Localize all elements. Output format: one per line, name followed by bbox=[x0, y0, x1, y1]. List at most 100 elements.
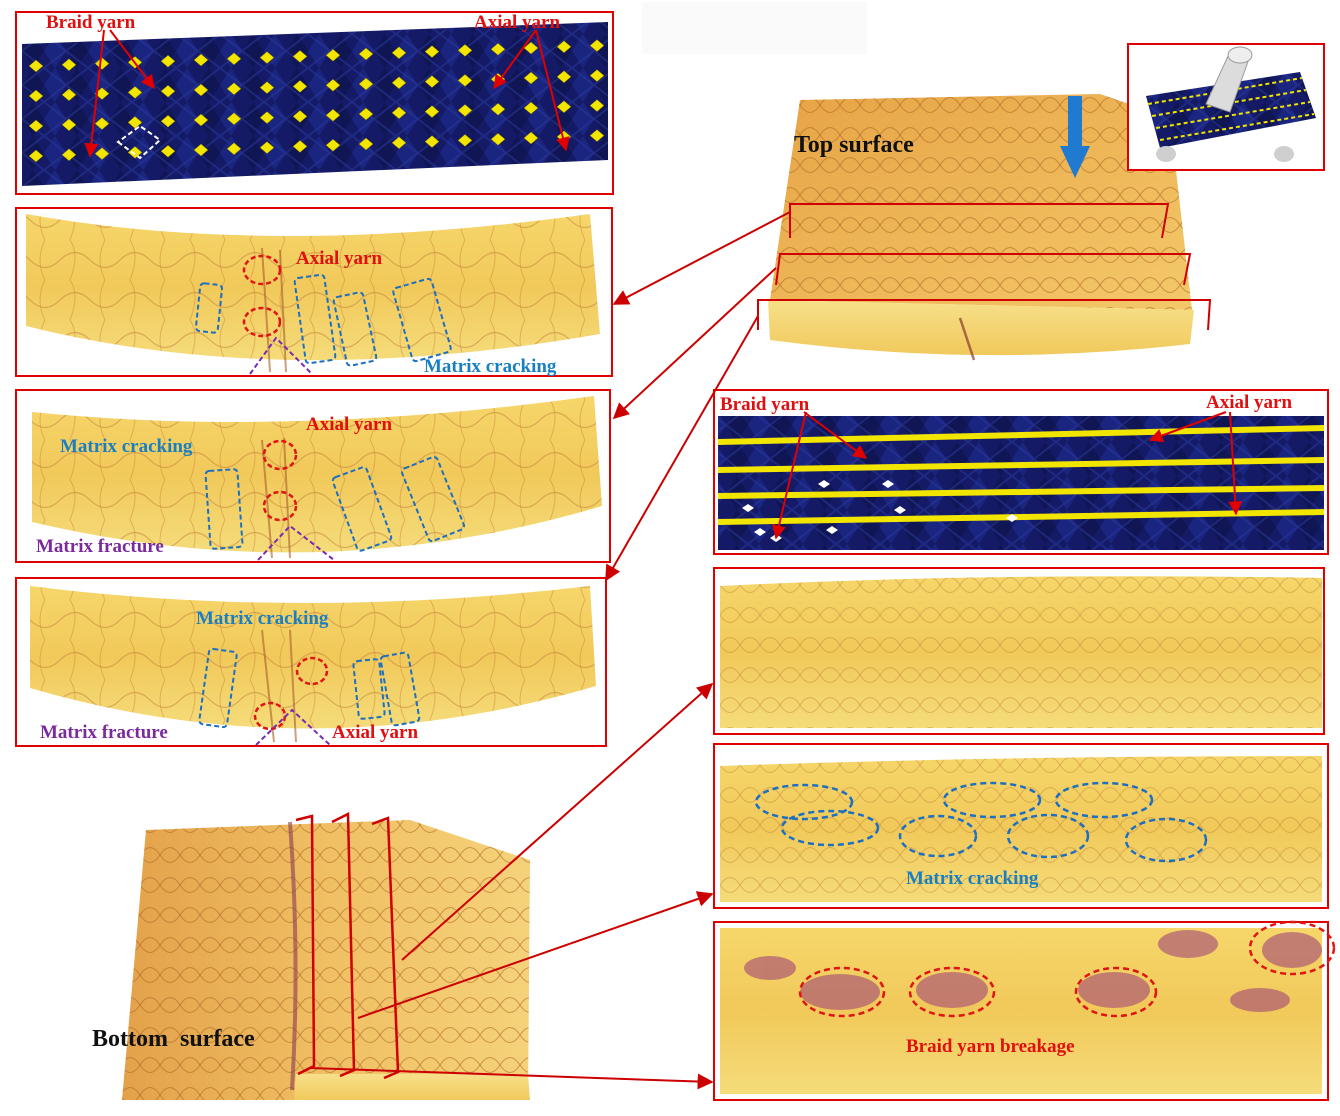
axial-yarn-mark bbox=[259, 111, 275, 124]
axial-yarn-mark bbox=[523, 101, 539, 115]
axial-yarn-mark bbox=[226, 82, 242, 96]
yarn-highlight-mark bbox=[742, 504, 754, 512]
axial-yarn-mark bbox=[226, 112, 242, 126]
label-matrix-cracking-s3: Matrix cracking bbox=[196, 608, 329, 629]
axial-yarn-mark bbox=[193, 53, 209, 67]
axial-yarn-mark bbox=[160, 84, 176, 98]
axial-yarn-mark bbox=[325, 78, 341, 92]
yarn-highlight-mark bbox=[1006, 514, 1018, 522]
axial-yarn-mark bbox=[61, 88, 77, 102]
loading-roller-icon bbox=[1205, 46, 1253, 113]
axial-yarn-mark bbox=[160, 144, 176, 158]
axial-yarn-mark bbox=[292, 110, 308, 123]
yarn-highlight-mark bbox=[894, 506, 906, 514]
axial-yarn-marks-top bbox=[28, 39, 605, 163]
axial-yarn-mark bbox=[589, 39, 605, 52]
axial-yarn-mark bbox=[127, 116, 143, 129]
axial-yarn-mark bbox=[523, 131, 539, 145]
label-axial-yarn-top: Axial yarn bbox=[474, 12, 560, 33]
axial-yarn-mark bbox=[391, 46, 407, 60]
label-axial-yarn-s2: Axial yarn bbox=[306, 414, 392, 435]
axial-yarn-mark bbox=[193, 113, 209, 127]
axial-yarn-mark bbox=[556, 70, 572, 84]
axial-yarn-mark bbox=[325, 138, 341, 152]
axial-yarn-mark bbox=[226, 52, 242, 66]
axial-yarn-mark bbox=[589, 99, 605, 112]
label-braid-yarn-right: Braid yarn bbox=[720, 394, 810, 415]
axial-yarn-mark bbox=[28, 119, 44, 133]
axial-yarn-mark bbox=[61, 118, 77, 132]
panel-section-1 bbox=[15, 207, 613, 377]
axial-yarn-mark bbox=[457, 134, 473, 147]
axial-yarn-mark bbox=[358, 107, 374, 121]
label-matrix-cracking-s2: Matrix cracking bbox=[60, 436, 193, 457]
axial-yarn-mark bbox=[193, 143, 209, 157]
bottom-specimen bbox=[122, 812, 530, 1100]
axial-yarn-mark bbox=[325, 108, 341, 122]
axial-yarn-mark bbox=[424, 135, 440, 148]
axial-yarn-mark bbox=[94, 87, 110, 100]
axial-yarn-mark bbox=[391, 136, 407, 150]
axial-yarn-mark bbox=[28, 89, 44, 103]
label-matrix-cracking-s1: Matrix cracking bbox=[424, 356, 557, 377]
axial-yarn-mark bbox=[61, 148, 77, 162]
axial-yarn-mark bbox=[61, 58, 77, 72]
panel-section-2 bbox=[15, 389, 611, 563]
axial-yarn-mark bbox=[523, 41, 539, 55]
label-matrix-fracture-s3: Matrix fracture bbox=[40, 722, 168, 743]
bending-fixture-inset bbox=[1127, 43, 1325, 171]
panel-bottom-section-3 bbox=[713, 920, 1336, 1101]
axial-yarn-mark bbox=[259, 81, 275, 94]
axial-yarn-mark bbox=[226, 142, 242, 156]
axial-yarn-mark bbox=[556, 100, 572, 114]
panel-yarn-architecture-top bbox=[15, 11, 614, 195]
panel-yarn-architecture-right bbox=[713, 389, 1329, 555]
axial-yarn-mark bbox=[160, 54, 176, 68]
axial-yarn-mark bbox=[28, 149, 44, 163]
axial-yarn-mark bbox=[259, 51, 275, 64]
support-roller-icon bbox=[1156, 146, 1294, 162]
axial-yarn-mark bbox=[358, 77, 374, 91]
axial-yarn-mark bbox=[457, 104, 473, 117]
axial-yarn-mark bbox=[457, 74, 473, 87]
label-matrix-cracking-bottom: Matrix cracking bbox=[906, 868, 1039, 889]
axial-yarn-mark bbox=[127, 86, 143, 99]
axial-yarn-mark bbox=[490, 42, 506, 56]
label-matrix-fracture-s2: Matrix fracture bbox=[36, 536, 164, 557]
axial-yarn-mark bbox=[391, 76, 407, 90]
label-axial-yarn-s3: Axial yarn bbox=[332, 722, 418, 743]
panel-section-3 bbox=[15, 577, 607, 747]
load-arrow bbox=[1060, 96, 1090, 178]
axial-yarn-lines-right bbox=[717, 425, 1325, 525]
axial-yarn-mark bbox=[424, 75, 440, 88]
panel-bottom-section-2 bbox=[713, 743, 1329, 909]
axial-yarn-mark bbox=[490, 132, 506, 146]
yarn-highlight-mark bbox=[826, 526, 838, 534]
axial-yarn-mark bbox=[358, 137, 374, 151]
axial-yarn-mark bbox=[160, 114, 176, 128]
axial-yarn-mark bbox=[94, 117, 110, 130]
label-bottom-surface: Bottom surface bbox=[92, 1026, 255, 1052]
axial-yarn-mark bbox=[523, 71, 539, 85]
yarn-highlight-mark bbox=[882, 480, 894, 488]
label-top-surface: Top surface bbox=[794, 132, 914, 158]
axial-yarn-mark bbox=[292, 80, 308, 93]
label-braid-yarn-top: Braid yarn bbox=[46, 12, 136, 33]
yarn-highlight-mark bbox=[754, 528, 766, 536]
header-smudge bbox=[642, 2, 867, 54]
axial-yarn-mark bbox=[424, 45, 440, 58]
top-specimen bbox=[757, 94, 1212, 361]
axial-yarn-mark bbox=[457, 44, 473, 57]
axial-yarn-mark bbox=[292, 140, 308, 153]
axial-yarn-mark bbox=[589, 129, 605, 142]
axial-yarn-mark bbox=[556, 40, 572, 54]
yarn-highlight-mark bbox=[818, 480, 830, 488]
axial-yarn-mark bbox=[259, 141, 275, 154]
axial-yarn-mark bbox=[193, 83, 209, 97]
label-axial-yarn-right: Axial yarn bbox=[1206, 392, 1292, 413]
label-braid-yarn-breakage: Braid yarn breakage bbox=[906, 1036, 1075, 1057]
axial-yarn-mark bbox=[94, 147, 110, 160]
axial-yarn-mark bbox=[127, 146, 143, 159]
